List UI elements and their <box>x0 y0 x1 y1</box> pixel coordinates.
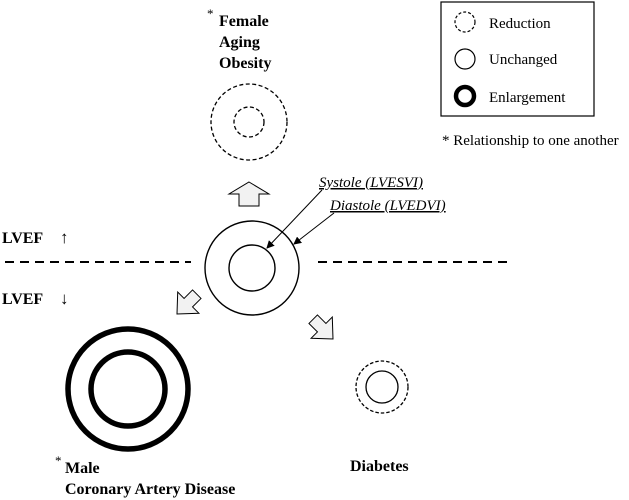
diastole-label: Diastole (LVEDVI) <box>329 198 446 214</box>
up-block-arrow <box>227 181 271 207</box>
bottom-left-line-cad: Coronary Artery Disease <box>65 481 235 498</box>
legend-footnote: * Relationship to one another <box>442 133 619 149</box>
legend-box <box>440 1 595 117</box>
legend-reduction-label: Reduction <box>489 16 551 32</box>
bottom-left-outer-ring-enlarged <box>65 326 191 452</box>
center-outer-ring <box>204 220 300 316</box>
diabetes-label: Diabetes <box>350 458 409 475</box>
top-group-line-obesity: Obesity <box>219 55 271 72</box>
bottom-right-outer-ring-reduced <box>355 360 409 414</box>
lvef-up-arrow: ↑ <box>60 228 69 247</box>
legend-unchanged-icon <box>454 48 476 70</box>
top-group-label: * Female Aging Obesity <box>207 6 271 72</box>
lvef-down-label: LVEF <box>2 291 43 308</box>
bottom-right-inner-ring <box>365 370 399 404</box>
top-group-line-aging: Aging <box>219 34 260 51</box>
systole-label: Systole (LVESVI) <box>319 175 423 191</box>
lvef-down-arrow: ↓ <box>60 289 69 308</box>
legend-reduction-icon <box>454 11 476 33</box>
legend: Reduction Unchanged Enlargement <box>440 1 595 117</box>
center-inner-ring <box>228 244 276 292</box>
top-inner-ring-reduced <box>233 106 265 138</box>
legend-enlargement-icon <box>453 84 477 108</box>
diastole-pointer <box>293 212 335 245</box>
down-left-block-arrow <box>176 289 202 315</box>
bottom-left-inner-ring-enlarged <box>88 349 168 429</box>
legend-enlargement-label: Enlargement <box>489 90 566 106</box>
bottom-left-line-male: Male <box>65 460 100 477</box>
bottom-left-star: * <box>55 453 62 468</box>
legend-unchanged-label: Unchanged <box>489 52 558 68</box>
systole-pointer <box>266 189 323 249</box>
top-group-star: * <box>207 6 214 21</box>
top-outer-ring-reduced <box>210 83 288 161</box>
top-group-line-female: Female <box>219 13 269 30</box>
lvef-up-label: LVEF <box>2 230 43 247</box>
down-right-block-arrow <box>308 314 334 340</box>
